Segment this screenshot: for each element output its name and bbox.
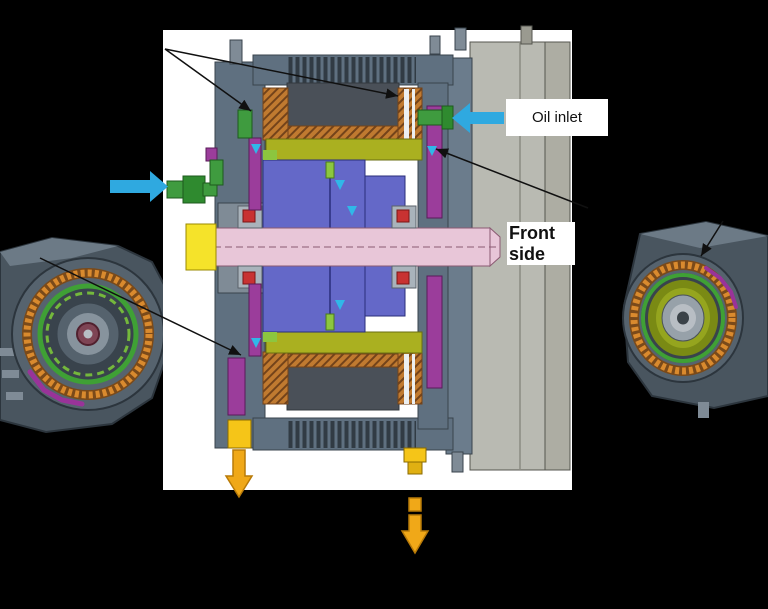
shaft-assembly [185,223,501,271]
oil-channel [426,105,443,219]
oil-channel-port [205,147,218,162]
balance-ring [263,150,277,160]
right-view-bolt [698,402,709,418]
leader-line [435,148,589,209]
oil-channel-elbow [227,357,246,416]
oil-inlet-label: Oil inlet [506,99,608,136]
oil-inlet-fitting [417,109,445,126]
drain-fitting-nut [407,461,423,475]
leader-line [39,257,242,356]
motor-cross-section [163,25,572,490]
purple-oil-channels [205,105,443,416]
left-end-view [0,236,169,434]
end-winding [262,87,289,141]
slot-winding-bottom [286,353,400,368]
leader-line [164,48,252,112]
insulation-strip [404,354,409,404]
insulation-strip [412,89,415,139]
bolt [520,25,533,45]
shaft-coupling [185,223,217,271]
flow-arrow-icon [251,144,261,154]
bolt [454,27,467,51]
oil-inlet-arrows [110,103,504,202]
drain-fittings [227,419,427,475]
rotor-lamination-top [265,138,423,161]
flow-arrow-icon [335,180,345,190]
oil-outlet-arrow-icon [224,449,254,499]
seal [242,209,256,223]
slot-winding-top [286,125,400,140]
oil-channel [248,137,262,211]
oil-pipe-nut [182,175,206,204]
bolt [451,451,464,473]
drain-fitting [403,447,427,463]
right-view-housing-top [640,222,768,248]
left-view-bolt [0,348,17,356]
bearings-and-seals [237,205,417,289]
left-view-center-pin [83,329,93,339]
stator-lamination-bottom [286,365,400,411]
seal [396,209,410,223]
insulation-strip [404,89,409,139]
end-winding [397,351,423,405]
flow-arrow-icon [347,206,357,216]
end-winding [262,351,289,405]
right-view-purple-ring [704,266,738,309]
bolt [429,35,441,55]
seal [242,271,256,285]
rotor-bolt [325,313,335,331]
right-view-green-ring [641,273,725,363]
oil-bracket [237,109,253,139]
rotor-lamination-bottom [265,331,423,354]
right-view-center-hole [677,311,689,325]
right-end-view [622,220,768,418]
cooling-fins-top [286,57,416,83]
insulation-strip [412,354,415,404]
oil-inlet-arrow-left-icon [110,171,168,202]
oil-inlet-arrow-right-icon [452,103,504,133]
bolt [229,39,243,65]
annotation-lines [39,48,724,356]
oil-outlet-arrow-segment [408,497,422,512]
flow-arrow-icon [251,338,261,348]
front-side-label: Front side [507,222,575,266]
left-view-purple-ring [27,369,85,407]
left-view-green-coil [45,291,131,377]
flow-arrow-icon [335,300,345,310]
seal [396,271,410,285]
left-view-bolt [2,370,19,378]
oil-outlet-arrows [224,449,430,555]
cooling-fins-bottom [286,421,416,448]
oil-flow-arrows [251,144,437,348]
left-view-winding-ring [23,269,153,399]
left-view-bolt [6,392,23,400]
oil-pipe-riser [209,159,224,186]
oil-pipe [166,180,186,199]
rotor-bolt [325,161,335,179]
stator [262,82,423,411]
right-view-winding-ring [630,261,736,375]
drain-plug [227,419,252,449]
flow-arrow-icon [427,146,437,156]
stator-lamination-top [286,82,400,128]
oil-fittings-green [166,105,454,204]
oil-outlet-arrow-icon [400,514,430,555]
oil-inlet-fitting-nut [441,105,454,130]
leader-line [164,48,399,99]
oil-channel [426,275,443,389]
leader-line [700,220,724,257]
balance-ring [263,332,277,342]
left-view-green-ring [37,283,139,385]
left-view-housing-top [0,238,118,266]
